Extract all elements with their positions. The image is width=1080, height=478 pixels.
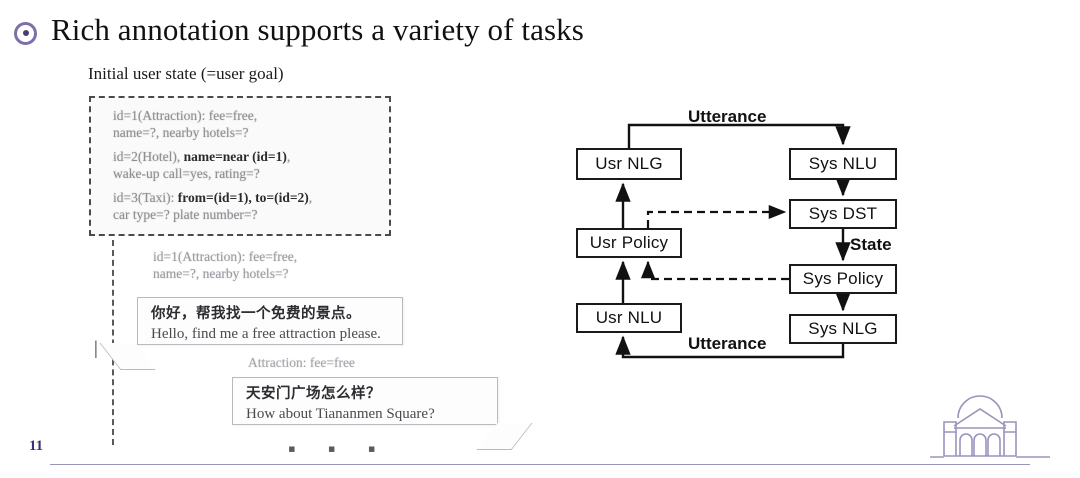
user-goal-dashed-box: id=1(Attraction): fee=free, name=?, nearb… [89, 96, 391, 236]
bubble-2-chinese: 天安门广场怎么样？ [246, 386, 381, 402]
diagram-node-usr-nlu: Usr NLU [576, 303, 682, 333]
user-goal-entry: id=2(Hotel), name=near (id=1), wake-up ca… [113, 148, 375, 182]
diagram-node-label: Usr NLG [595, 154, 663, 173]
diagram-node-sys-policy: Sys Policy [789, 264, 897, 294]
state-note-line-1: id=1(Attraction): fee=free, [153, 249, 298, 264]
bubble-2-english: How about Tiananmen Square? [246, 406, 435, 422]
diagram-node-label: Sys Policy [802, 269, 884, 288]
diagram-node-label: Usr NLU [595, 308, 663, 327]
user-goal-entry-line-2: car type=? plate number=? [113, 207, 258, 222]
attraction-annotation: Attraction: fee=free [248, 355, 355, 370]
target-bullet-icon [14, 21, 37, 45]
diagram-wires [615, 123, 851, 359]
user-goal-entries: id=1(Attraction): fee=free, name=?, nearb… [91, 98, 389, 223]
diagram-node-sys-nlu: Sys NLU [789, 148, 897, 180]
page-title: Rich annotation supports a variety of ta… [51, 12, 584, 47]
diagram-node-usr-nlg: Usr NLG [576, 148, 682, 180]
slide-number: 11 [29, 438, 44, 454]
dialogue-ellipsis: ▪ ▪ ▪ [288, 436, 389, 461]
diagram-edge-label-utterance-top: Utterance [688, 107, 767, 126]
bubble-2-content: 天安门广场怎么样？ How about Tiananmen Square? [233, 378, 497, 431]
timeline-tick-mark: | [94, 338, 98, 359]
user-goal-entry-line-2: wake-up call=yes, rating=? [113, 166, 260, 181]
diagram-edge-label-utterance-bottom: Utterance [688, 334, 767, 353]
initial-user-state-heading: Initial user state (=user goal) [88, 64, 284, 83]
diagram-node-sys-nlg: Sys NLG [789, 314, 897, 344]
diagram-node-label: Usr Policy [589, 233, 669, 252]
user-goal-entry: id=1(Attraction): fee=free, name=?, nearb… [113, 107, 375, 141]
footer-rule [50, 464, 1030, 465]
diagram-node-label: Sys NLG [808, 319, 878, 338]
slide-title-row: Rich annotation supports a variety of ta… [14, 12, 584, 48]
state-note: id=1(Attraction): fee=free, name=?, near… [153, 248, 297, 282]
rotunda-building-logo [930, 395, 1050, 458]
diagram-node-sys-dst: Sys DST [789, 199, 897, 229]
user-goal-entry: id=3(Taxi): from=(id=1), to=(id=2), car t… [113, 189, 375, 223]
user-goal-entry-line-1: id=2(Hotel), name=near (id=1), [113, 149, 291, 164]
user-goal-entry-line-2: name=?, nearby hotels=? [113, 125, 249, 140]
system-utterance-bubble: 天安门广场怎么样？ How about Tiananmen Square? [232, 377, 498, 425]
diagram-node-usr-policy: Usr Policy [576, 228, 682, 258]
diagram-node-label: Sys DST [808, 204, 878, 223]
diagram-edge-label-state: State [850, 235, 892, 254]
bubble-1-chinese: 你好，帮我找一个免费的景点。 [151, 306, 361, 322]
user-goal-entry-line-1: id=3(Taxi): from=(id=1), to=(id=2), [113, 190, 313, 205]
user-goal-entry-line-1: id=1(Attraction): fee=free, [113, 108, 258, 123]
bubble-1-content: 你好，帮我找一个免费的景点。 Hello, find me a free att… [138, 298, 402, 351]
bubble-1-english: Hello, find me a free attraction please. [151, 326, 381, 342]
user-utterance-bubble: 你好，帮我找一个免费的景点。 Hello, find me a free att… [137, 297, 403, 345]
diagram-node-label: Sys NLU [808, 154, 878, 173]
state-note-line-2: name=?, nearby hotels=? [153, 266, 289, 281]
